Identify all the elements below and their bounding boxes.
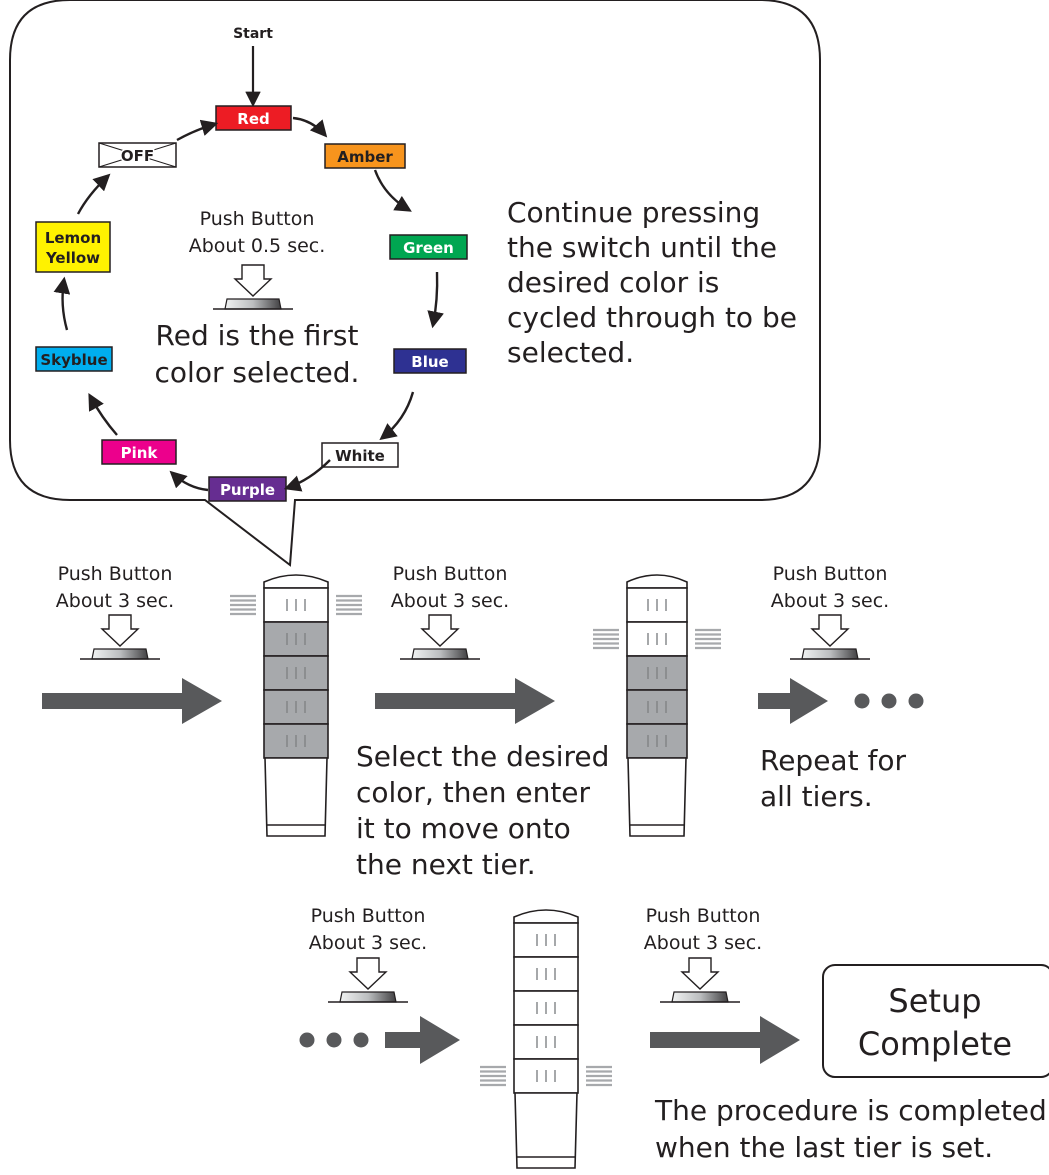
start-label: Start [233,26,273,42]
svg-text:Red: Red [237,110,269,128]
flow-arrow-3 [758,678,828,724]
speech-bubble [9,0,821,567]
step1-push-line2: About 3 sec. [56,590,174,612]
short-push-line1: Push Button [200,208,315,230]
svg-text:OFF: OFF [121,147,154,165]
flow-arrow-1 [42,678,222,724]
svg-text:it to move onto: it to move onto [356,812,571,845]
svg-text:Blue: Blue [411,353,448,371]
tower-tier [513,1058,579,1094]
short-push-line2: About 0.5 sec. [189,235,326,257]
push-button-icon [789,614,871,660]
cycle-arrows [53,116,444,492]
svg-text:color, then enter: color, then enter [356,776,591,809]
select-note: Select the desired color, then enter it … [356,740,609,881]
tower-first [230,574,362,837]
setup-complete-box: Setup Complete [822,964,1049,1078]
complete-note-line2: when the last tier is set. [655,1131,993,1164]
cycle-instruction: Continue pressing the switch until the d… [507,196,797,369]
chip-red: Red [215,105,292,131]
svg-text:Purple: Purple [220,481,275,499]
svg-text:Green: Green [403,239,454,257]
chip-skyblue: Skyblue [35,346,113,372]
tower-final [480,909,612,1169]
svg-text:Select the desired: Select the desired [356,740,609,773]
svg-text:Lemon: Lemon [45,229,101,247]
step5-push-line1: Push Button [646,905,761,927]
svg-text:Pink: Pink [121,444,159,462]
first-color-line2: color selected. [155,356,360,389]
push-button-icon [79,614,161,660]
chip-lemon-yellow: Lemon Yellow [35,221,111,273]
svg-text:cycled through to be: cycled through to be [507,301,797,334]
svg-text:selected.: selected. [507,336,634,369]
flow-arrow-5 [650,1016,800,1064]
repeat-note-line2: all tiers. [760,780,873,813]
chip-purple: Purple [208,476,287,502]
chip-green: Green [389,234,468,260]
step2-push-line2: About 3 sec. [391,590,509,612]
chip-pink: Pink [101,439,177,465]
svg-text:Complete: Complete [858,1025,1012,1063]
ellipsis-dots [299,1032,369,1048]
svg-text:Continue pressing: Continue pressing [507,196,760,229]
push-button-icon [659,957,741,1003]
svg-text:the next tier.: the next tier. [356,848,536,881]
svg-text:Setup: Setup [888,982,981,1020]
step3-push-line2: About 3 sec. [771,590,889,612]
step4-push-line2: About 3 sec. [309,932,427,954]
flow-arrow-4 [385,1016,460,1064]
svg-text:Yellow: Yellow [45,249,100,267]
svg-text:Amber: Amber [337,148,393,166]
chip-amber: Amber [324,143,406,169]
chip-blue: Blue [393,348,467,374]
svg-text:the switch until the: the switch until the [507,231,777,264]
chip-off: OFF [98,142,177,168]
step3-push-line1: Push Button [773,563,888,585]
push-button-icon [327,957,409,1003]
repeat-note-line1: Repeat for [760,744,906,777]
svg-text:Skyblue: Skyblue [40,351,107,369]
svg-text:White: White [335,447,385,465]
complete-note-line1: The procedure is completed [654,1094,1047,1127]
step4-push-line1: Push Button [311,905,426,927]
flow-arrow-2 [375,678,555,724]
tower-second [593,574,721,837]
svg-text:desired color is: desired color is [507,266,719,299]
ellipsis-dots [854,693,924,709]
step2-push-line1: Push Button [393,563,508,585]
step5-push-line2: About 3 sec. [644,932,762,954]
step1-push-line1: Push Button [58,563,173,585]
signal-towers [230,574,721,1169]
first-color-line1: Red is the first [156,319,359,352]
push-button-icon [399,614,481,660]
chip-white: White [321,442,399,468]
